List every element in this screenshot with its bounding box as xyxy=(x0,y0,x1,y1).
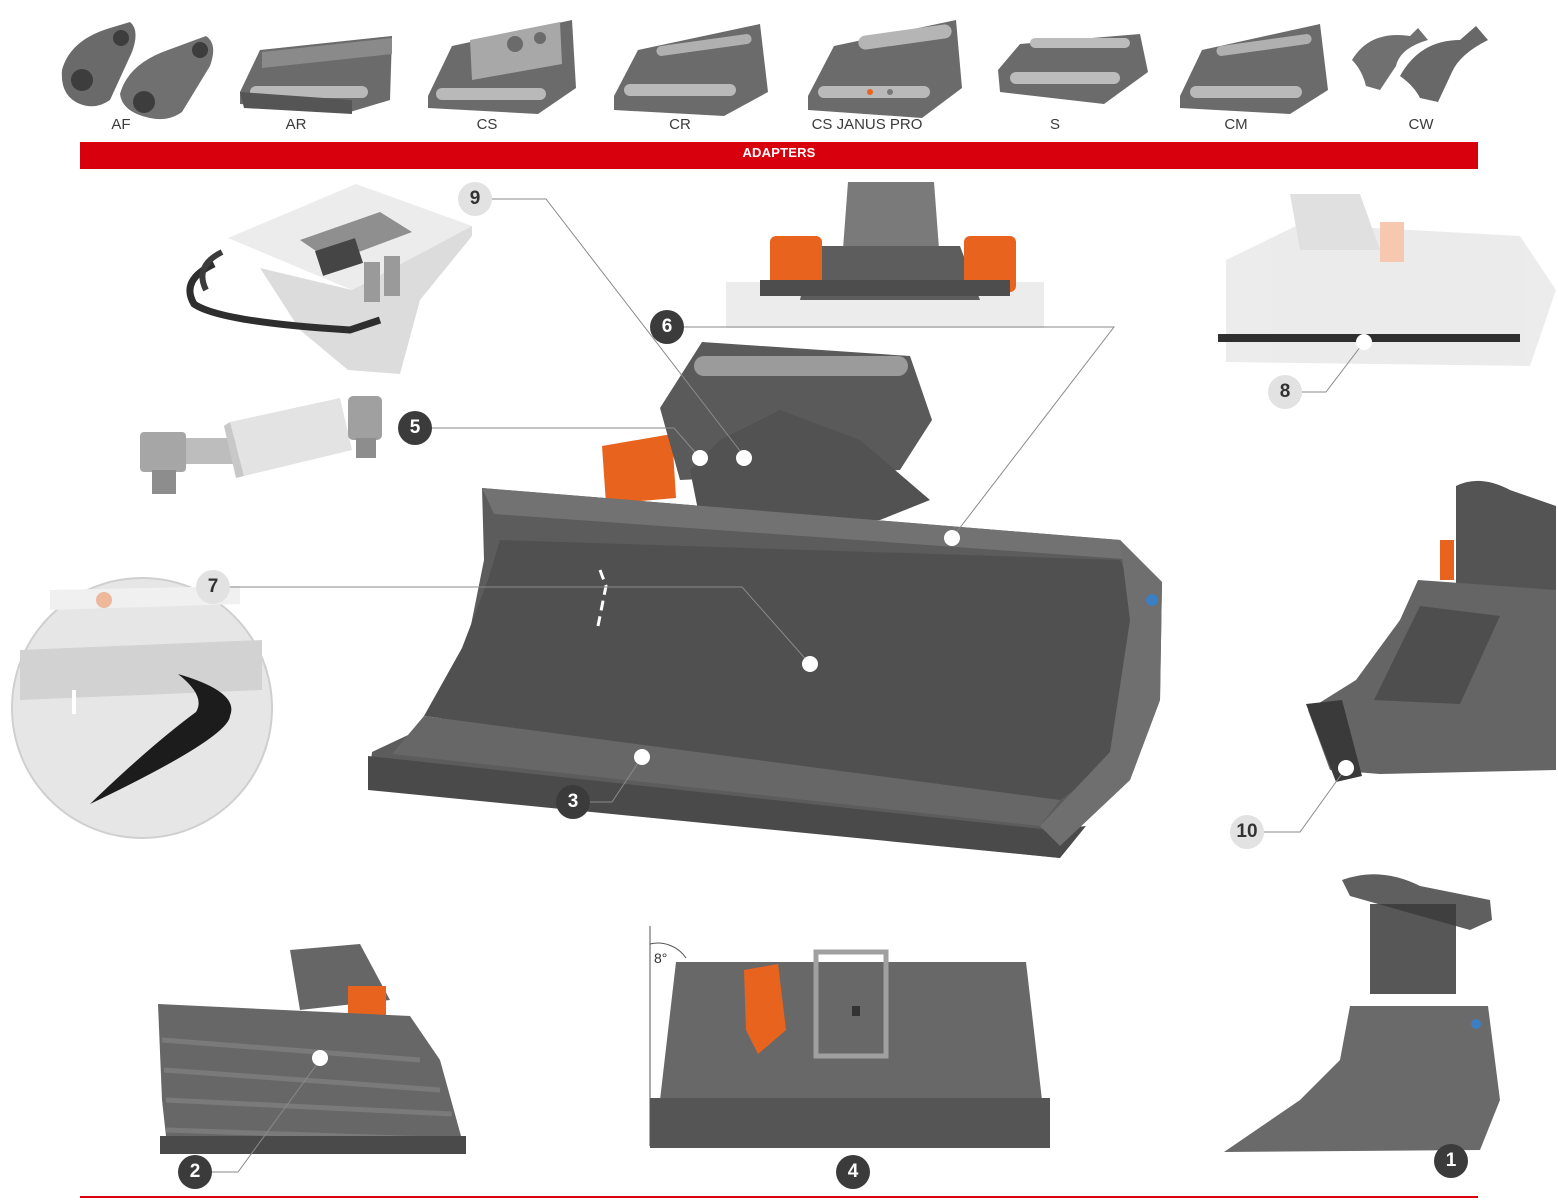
adapter-label-s: S xyxy=(1049,116,1061,133)
adapter-cw-image xyxy=(1352,26,1488,102)
valve-block-image xyxy=(140,396,382,494)
callout-6: 6 xyxy=(650,310,684,344)
bottom-divider xyxy=(80,1196,1478,1198)
top-down-bucket-image xyxy=(649,926,1050,1148)
callout-dots xyxy=(312,334,1372,1066)
front-bucket-image xyxy=(158,944,466,1154)
adapter-label-cr: CR xyxy=(669,116,691,133)
callout-9: 9 xyxy=(458,182,492,216)
adapter-cs-janus-pro-image xyxy=(808,20,962,118)
adapter-ar-image xyxy=(240,36,392,114)
top-view-image xyxy=(726,182,1044,328)
adapter-s-image xyxy=(998,34,1148,104)
adapter-label-af: AF xyxy=(111,116,131,133)
callout-3: 3 xyxy=(556,785,590,819)
adapter-label-cs-janus-pro: CS JANUS PRO xyxy=(811,116,923,133)
adapters-banner-title: ADAPTERS xyxy=(742,145,816,160)
callout-10: 10 xyxy=(1230,815,1264,849)
callout-8: 8 xyxy=(1268,375,1302,409)
adapter-label-cw: CW xyxy=(1408,116,1434,133)
adapter-cr-image xyxy=(614,24,768,116)
faded-bucket-image xyxy=(1226,194,1556,366)
angle-label: 8° xyxy=(654,950,668,966)
callout-2: 2 xyxy=(178,1155,212,1189)
side-view-bucket-image xyxy=(1306,480,1556,782)
adapter-label-cm: CM xyxy=(1224,116,1248,133)
adapter-label-ar: AR xyxy=(285,116,307,133)
adapter-af-image xyxy=(61,22,214,120)
adapter-cm-image xyxy=(1180,24,1328,114)
callout-7: 7 xyxy=(196,570,230,604)
callout-leader-lines xyxy=(212,198,1365,1173)
adapters-banner: ADAPTERS xyxy=(80,142,1478,169)
profile-bucket-image xyxy=(1224,874,1500,1152)
adapter-cs-image xyxy=(428,20,576,114)
callout-4: 4 xyxy=(836,1155,870,1189)
adapter-label-cs: CS xyxy=(476,116,498,133)
main-bucket-image xyxy=(368,342,1162,858)
hydraulic-valve-image xyxy=(186,184,472,374)
callout-5: 5 xyxy=(398,411,432,445)
callout-1: 1 xyxy=(1434,1144,1468,1178)
wear-edge-zoom-image xyxy=(11,577,273,839)
